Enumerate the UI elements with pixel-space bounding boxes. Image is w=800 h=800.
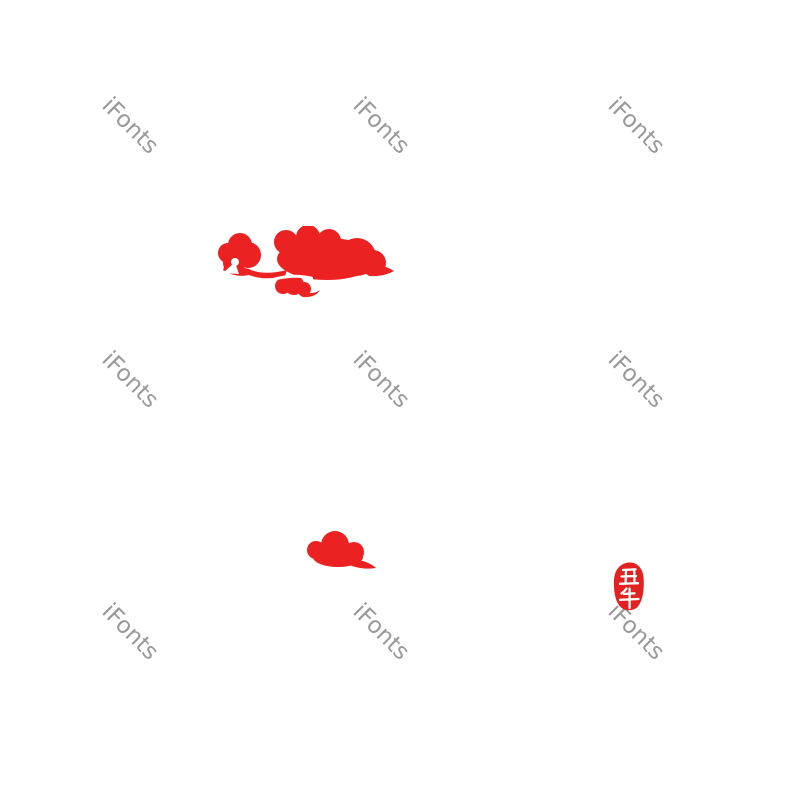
watermark-text: iFonts (96, 598, 164, 666)
watermark-text: iFonts (347, 346, 415, 414)
zodiac-ox-seal-icon (613, 562, 644, 611)
watermark-text: iFonts (347, 92, 415, 160)
zodiac-ox-seal: 丑牛 (612, 561, 646, 613)
watermark-text: iFonts (96, 346, 164, 414)
watermark-text: iFonts (602, 346, 670, 414)
watermark-text: iFonts (347, 598, 415, 666)
watermark-text: iFonts (96, 92, 164, 160)
auspicious-cloud-small-icon (307, 531, 376, 569)
auspicious-cloud-large-icon (218, 226, 394, 298)
watermark-text: iFonts (602, 92, 670, 160)
